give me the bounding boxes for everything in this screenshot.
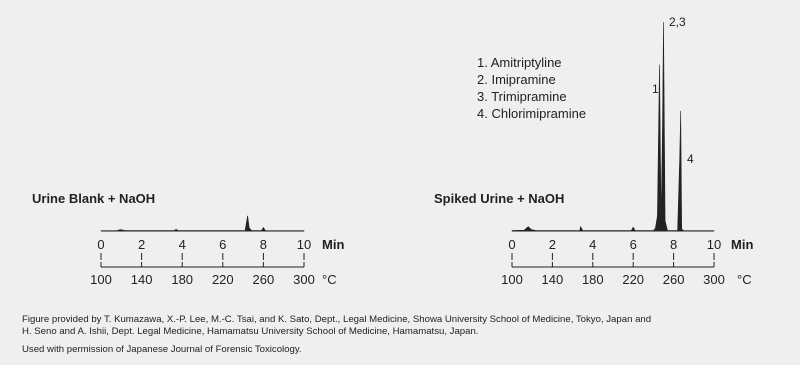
peak-label-4: 4 (687, 152, 694, 166)
chromatogram-trace (511, 21, 715, 232)
temperature-tick-label: 220 (212, 272, 234, 287)
time-tick-label: 6 (630, 237, 637, 252)
figure-caption: Figure provided by T. Kumazawa, X.-P. Le… (22, 314, 651, 355)
time-tick-label: 0 (508, 237, 515, 252)
time-tick-label: 4 (179, 237, 186, 252)
temperature-tick-label: 180 (582, 272, 604, 287)
temperature-tick-label: 100 (501, 272, 523, 287)
caption-line: Figure provided by T. Kumazawa, X.-P. Le… (22, 314, 651, 325)
temperature-tick-label: 100 (90, 272, 112, 287)
peak-label-2-3: 2,3 (669, 15, 686, 29)
time-tick-label: 8 (670, 237, 677, 252)
legend-item: 2. Imipramine (477, 72, 556, 87)
time-tick-label: 2 (549, 237, 556, 252)
temperature-tick-label: 300 (293, 272, 315, 287)
chart-spiked-urine: Spiked Urine + NaOH 0 2 4 6 8 10 Min 100 140 180… (434, 15, 753, 287)
compound-legend: 1. Amitriptyline 2. Imipramine 3. Trimip… (477, 55, 586, 121)
temperature-axis-ticks: 100 140 180 220 260 300 °C (501, 262, 752, 287)
legend-item: 3. Trimipramine (477, 89, 567, 104)
time-tick-label: 2 (138, 237, 145, 252)
time-tick-label: 4 (589, 237, 596, 252)
time-unit-label: Min (322, 237, 344, 252)
time-tick-label: 10 (297, 237, 311, 252)
temperature-tick-label: 140 (542, 272, 564, 287)
time-tick-label: 8 (260, 237, 267, 252)
chart-urine-blank: Urine Blank + NaOH 0 2 4 6 8 10 Min 100 140 180 2… (32, 191, 344, 287)
chromatogram-trace (100, 215, 305, 232)
temperature-unit-label: °C (322, 272, 337, 287)
temperature-tick-label: 260 (663, 272, 685, 287)
time-axis-ticks: 0 2 4 6 8 10 Min (508, 237, 753, 260)
caption-line: Used with permission of Japanese Journal… (22, 344, 302, 355)
temperature-tick-label: 140 (131, 272, 153, 287)
temperature-axis-ticks: 100 140 180 220 260 300 °C (90, 262, 337, 287)
temperature-tick-label: 180 (171, 272, 193, 287)
temperature-tick-label: 220 (622, 272, 644, 287)
time-axis-ticks: 0 2 4 6 8 10 Min (97, 237, 344, 260)
temperature-tick-label: 300 (703, 272, 725, 287)
time-tick-label: 0 (97, 237, 104, 252)
temperature-unit-label: °C (737, 272, 752, 287)
caption-line: H. Seno and A. Ishii, Dept. Legal Medici… (22, 326, 478, 337)
time-tick-label: 6 (219, 237, 226, 252)
temperature-tick-label: 260 (253, 272, 275, 287)
chart-title: Spiked Urine + NaOH (434, 191, 564, 206)
time-unit-label: Min (731, 237, 753, 252)
legend-item: 4. Chlorimipramine (477, 106, 586, 121)
peak-label-1: 1 (652, 82, 659, 96)
time-tick-label: 10 (707, 237, 721, 252)
chart-title: Urine Blank + NaOH (32, 191, 155, 206)
legend-item: 1. Amitriptyline (477, 55, 562, 70)
